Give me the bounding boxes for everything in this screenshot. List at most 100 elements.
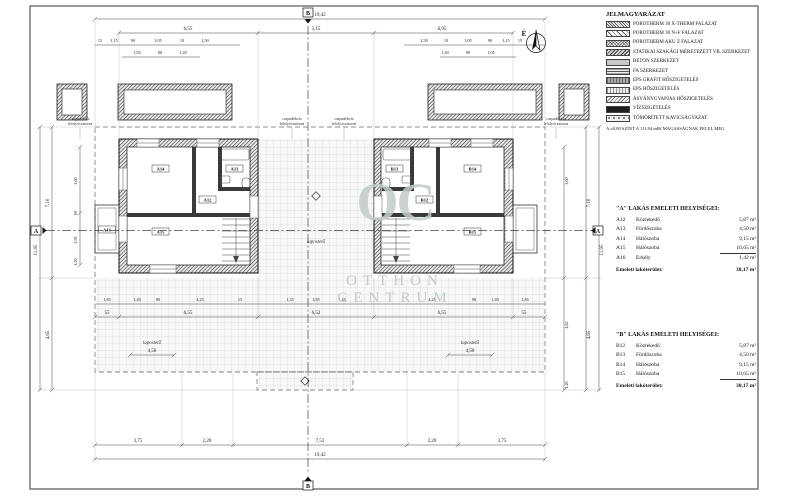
legend-item: ÁSVÁNYGYAPJAS HŐSZIGETELÉS <box>606 96 758 104</box>
dim-top-gap: 3,15 <box>312 27 321 32</box>
legend-label: STATIKAI SZAKÁGI MÉRETEZETT VB. SZERKEZE… <box>633 49 751 55</box>
dim-flat-left: 4,50 <box>148 349 157 354</box>
room-id: A12 <box>616 217 626 223</box>
dim-small: 2,50 <box>420 38 427 44</box>
legend-label: TÖMÖRÍTETT KAVICSÁGYAZAT <box>633 115 708 121</box>
unit-a-walls <box>94 138 259 274</box>
flat-roof-label-left: lapostető <box>143 341 162 346</box>
section-line-b: B B <box>302 7 314 491</box>
room-label-b12: B12 <box>421 197 429 202</box>
dim-flat-right: 4,50 <box>466 349 475 354</box>
downpipe-label: csapadékvíz <box>70 116 90 121</box>
unit-b-walls <box>373 138 538 274</box>
legend-swatch-porotherm-aku <box>606 39 630 47</box>
dim-bottom-chain: 3,75 <box>134 439 143 444</box>
dim-small: 3,60 <box>73 177 79 184</box>
room-id: B15 <box>616 371 626 378</box>
level-markers <box>300 191 321 386</box>
legend-swatch-porotherm-xtherm <box>606 21 630 28</box>
dim-bottom-total: 19,42 <box>314 453 326 458</box>
unit-b-openings <box>373 138 514 274</box>
flat-roof-labels: lapostető lapostető lapostető <box>143 240 480 346</box>
legend-swatch-kavics <box>606 114 630 122</box>
dim-small: 3,60 <box>564 177 570 184</box>
room-label-b15: B15 <box>469 229 477 234</box>
room-area: 10,65 m² <box>720 244 756 255</box>
room-name: Erkély <box>636 255 651 262</box>
chimney-right <box>558 83 590 121</box>
legend: JELMAGYARÁZAT POROTHERM 30 X-THERM FALAZ… <box>606 11 758 131</box>
section-marker-a-right: A <box>596 229 601 235</box>
downpipe-label: lefolyócsatorna <box>332 121 357 126</box>
stairs-b <box>382 218 410 263</box>
total-label: Emeleti lakóterület: <box>616 266 663 273</box>
downpipe-label: csapadékvíz <box>334 116 354 121</box>
dim-small: 15 <box>518 38 522 43</box>
room-name: Hálószoba <box>636 245 660 252</box>
room-name: Fürdőszoba <box>636 226 662 233</box>
unit-a-openings <box>118 138 259 274</box>
stairs-a <box>222 218 250 263</box>
room-id: B13 <box>616 352 626 359</box>
legend-label: ÁSVÁNYGYAPJAS HŐSZIGETELÉS <box>633 96 713 102</box>
legend-item: FA SZERKEZET <box>606 67 758 75</box>
dim-left-lower: 4,65 <box>46 330 51 339</box>
room-label-a16: A16 <box>103 227 112 232</box>
legend-label: POROTHERM 30 X-THERM FALAZAT <box>633 21 718 27</box>
schedule-total: Emeleti lakóterület: 30,17 m² <box>616 267 756 273</box>
legend-label: BETON SZERKEZET <box>633 59 679 65</box>
legend-item: BETON SZERKEZET <box>606 58 758 66</box>
dimension-lines <box>37 16 602 462</box>
legend-swatch-beton <box>606 58 630 66</box>
total-label: Emeleti lakóterület: <box>616 383 663 390</box>
legend-item: EPS HŐSZIGETELÉS <box>606 86 758 94</box>
room-label-a14: A14 <box>157 166 166 171</box>
legend-swatch-porotherm-nf <box>606 30 630 38</box>
legend-note: A ±0,00 SZINT A 111,94 mBf MAGASSÁGNAK F… <box>606 125 725 131</box>
room-label-a13: A13 <box>231 166 240 171</box>
total-value: 30,17 m² <box>736 266 756 273</box>
north-label: É <box>522 30 527 38</box>
dim-small: 1,45 <box>338 297 345 303</box>
chimney-left <box>56 83 88 121</box>
dimension-texts: 19,42 6,55 3,15 6,95 15 1,15 90 3,05 10 … <box>34 13 605 458</box>
legend-item: TÖMÖRÍTETT KAVICSÁGYAZAT <box>606 114 758 122</box>
legend-label: EPS GRAFIT HŐSZIGETELÉS <box>633 77 699 83</box>
dim-small: 55 <box>105 311 111 316</box>
room-name: Közlekedő <box>636 343 660 349</box>
downpipe-label: csapadékvíz <box>282 116 302 121</box>
flat-roof-label-right: lapostető <box>461 341 480 346</box>
legend-swatch-fa <box>606 67 630 75</box>
dim-small: 90 <box>156 297 160 302</box>
dim-small: 1,05 <box>133 50 140 56</box>
schedule-a-title: "A" LAKÁS EMELETI HELYISÉGEI: <box>616 206 720 212</box>
dim-small: 1,85 <box>103 297 110 303</box>
dim-left-total: 11,95 <box>34 244 39 256</box>
dim-small: 1,93 <box>73 236 79 243</box>
dim-small: 4,25 <box>428 297 435 303</box>
dim-small: 4,25 <box>196 297 203 303</box>
dim-small: 1,40 <box>179 50 186 56</box>
dim-small: 2,50 <box>201 38 208 44</box>
dim-small: 3,85 <box>312 297 319 303</box>
room-area: 9,15 m² <box>739 361 756 368</box>
dim-top-b: 6,95 <box>438 27 447 32</box>
sheet-frame <box>29 5 759 490</box>
dormer-right <box>427 83 543 121</box>
dim-small: 1,20 <box>564 381 570 388</box>
legend-swatch-asvanygyapot <box>606 96 630 104</box>
north-arrow-icon: É <box>522 29 546 53</box>
dim-small: 1,20 <box>73 258 79 265</box>
dim-bottom-chain: 2,20 <box>428 439 437 444</box>
dim-top-total: 19,42 <box>314 13 326 18</box>
dim-small: 15 <box>238 297 242 302</box>
section-marker-a-left: A <box>34 229 39 235</box>
